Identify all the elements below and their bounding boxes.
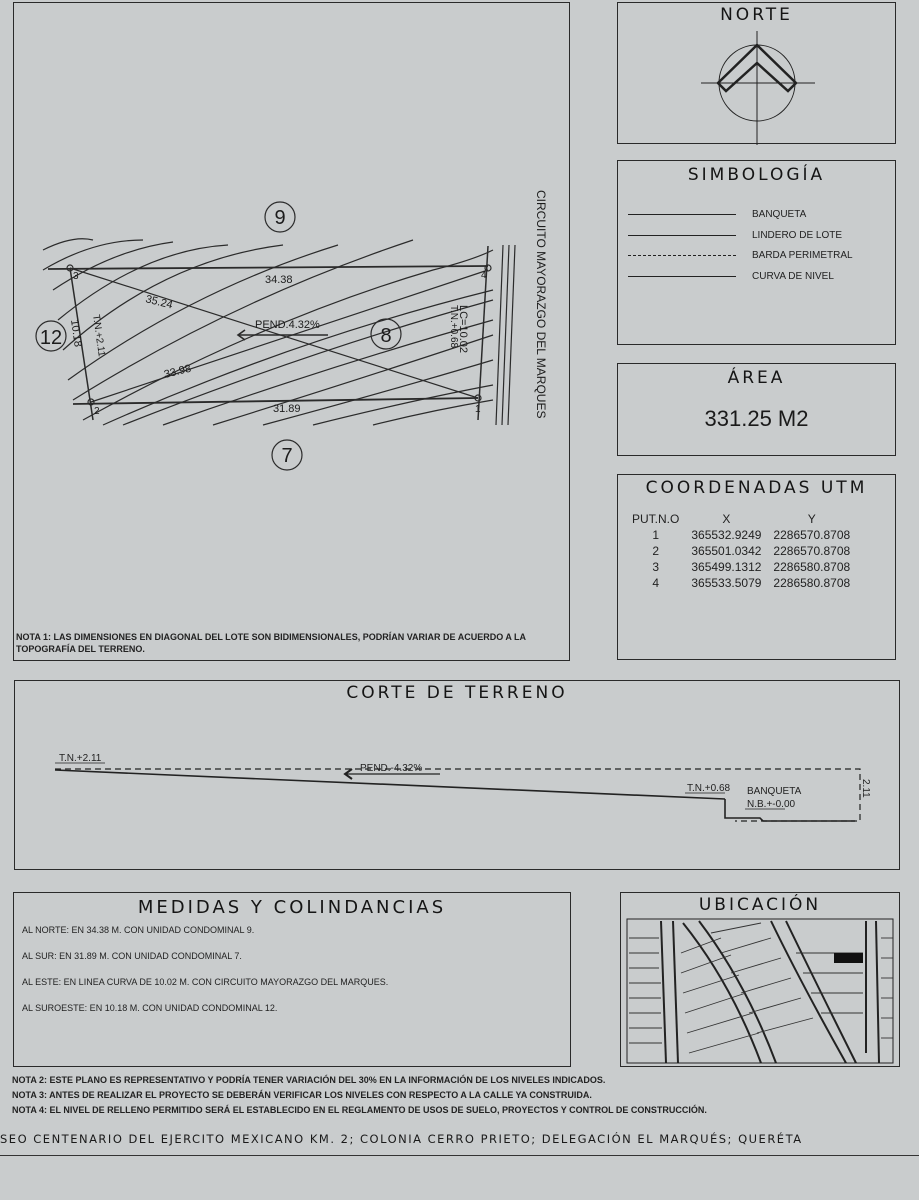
point-4-label: 4: [481, 270, 487, 281]
boundary-east: AL ESTE: EN LINEA CURVA DE 10.02 M. CON …: [22, 977, 389, 987]
legend-panel: SIMBOLOGÍA BANQUETA LINDERO DE LOTE BARD…: [617, 160, 896, 345]
level-west: T.N.+2.11: [90, 314, 107, 358]
lot-plan-drawing: 9 7 12 8 3 2 1 4 34.38 31.89 35.24 33.98…: [35, 190, 548, 471]
dim-east-curve: LC=10.02: [457, 305, 469, 353]
note-3: NOTA 3: ANTES DE REALIZAR EL PROYECTO SE…: [12, 1090, 592, 1100]
section-drawing: T.N.+2.11 PEND.-4.32% T.N.+0.68 BANQUETA…: [54, 753, 871, 822]
section-title: CORTE DE TERRENO: [346, 683, 568, 703]
north-title: NORTE: [720, 5, 793, 25]
note-1: NOTA 1: LAS DIMENSIONES EN DIAGONAL DEL …: [16, 632, 526, 654]
point-2-label: 2: [94, 406, 100, 417]
note-4: NOTA 4: EL NIVEL DE RELLENO PERMITIDO SE…: [12, 1105, 707, 1115]
level-east: T.N.+0.68: [448, 305, 459, 349]
boundary-southwest: AL SUROESTE: EN 10.18 M. CON UNIDAD COND…: [22, 1003, 278, 1013]
dim-diagonal-3-1: 35.24: [144, 293, 174, 311]
location-title: UBICACIÓN: [698, 895, 822, 915]
section-sidewalk-level: N.B.+-0.00: [747, 799, 796, 810]
lot-highlight: [834, 953, 863, 963]
boundaries-panel: MEDIDAS Y COLINDANCIAS AL NORTE: EN 34.3…: [13, 892, 571, 1067]
location-map: [626, 918, 894, 1064]
lot-label-north: 9: [274, 207, 285, 229]
point-3-label: 3: [73, 271, 79, 282]
dim-diagonal-2-4: 33.98: [163, 363, 193, 381]
slope-label: PEND.4.32%: [255, 319, 320, 331]
section-level-west: T.N.+2.11: [59, 753, 102, 764]
section-sidewalk: BANQUETA: [747, 786, 802, 797]
dim-west-side: 10.18: [68, 319, 84, 348]
area-panel: ÁREA 331.25 M2: [617, 363, 896, 456]
street-label: CIRCUITO MAYORAZGO DEL MARQUES: [534, 190, 548, 418]
lot-plan-panel: 9 7 12 8 3 2 1 4 34.38 31.89 35.24 33.98…: [13, 2, 570, 661]
section-panel: CORTE DE TERRENO T.N.+2.11 PEND.-4.32% T…: [14, 680, 900, 870]
footer-address: SEO CENTENARIO DEL EJERCITO MEXICANO KM.…: [0, 1132, 803, 1146]
point-1-label: 1: [475, 404, 481, 415]
lot-label-south: 7: [281, 445, 292, 467]
section-slope: PEND.-4.32%: [360, 763, 422, 774]
area-title: ÁREA: [727, 368, 786, 388]
section-level-east: T.N.+0.68: [687, 783, 731, 794]
section-height-dim: 2.11: [860, 779, 871, 798]
location-panel: UBICACIÓN: [620, 892, 900, 1067]
legend-title: SIMBOLOGÍA: [687, 165, 826, 185]
legend-item-curva: CURVA DE NIVEL: [628, 269, 834, 283]
lot-label-west: 12: [40, 327, 62, 349]
note-2: NOTA 2: ESTE PLANO ES REPRESENTATIVO Y P…: [12, 1075, 606, 1085]
north-arrow-icon: [701, 31, 815, 145]
lot-label-this: 8: [380, 325, 391, 347]
north-panel: NORTE: [617, 2, 896, 145]
dim-south-side: 31.89: [273, 403, 301, 415]
boundary-north: AL NORTE: EN 34.38 M. CON UNIDAD CONDOMI…: [22, 925, 255, 935]
area-value: 331.25 M2: [704, 406, 809, 431]
legend-item-lindero: LINDERO DE LOTE: [628, 228, 842, 242]
boundary-south: AL SUR: EN 31.89 M. CON UNIDAD CONDOMINA…: [22, 951, 242, 961]
footer-divider: [0, 1155, 919, 1156]
utm-title: COORDENADAS UTM: [645, 478, 868, 498]
legend-item-banqueta: BANQUETA: [628, 207, 806, 221]
dim-north-side: 34.38: [265, 274, 293, 286]
boundaries-title: MEDIDAS Y COLINDANCIAS: [137, 897, 447, 918]
legend-item-barda: BARDA PERIMETRAL: [628, 248, 853, 262]
